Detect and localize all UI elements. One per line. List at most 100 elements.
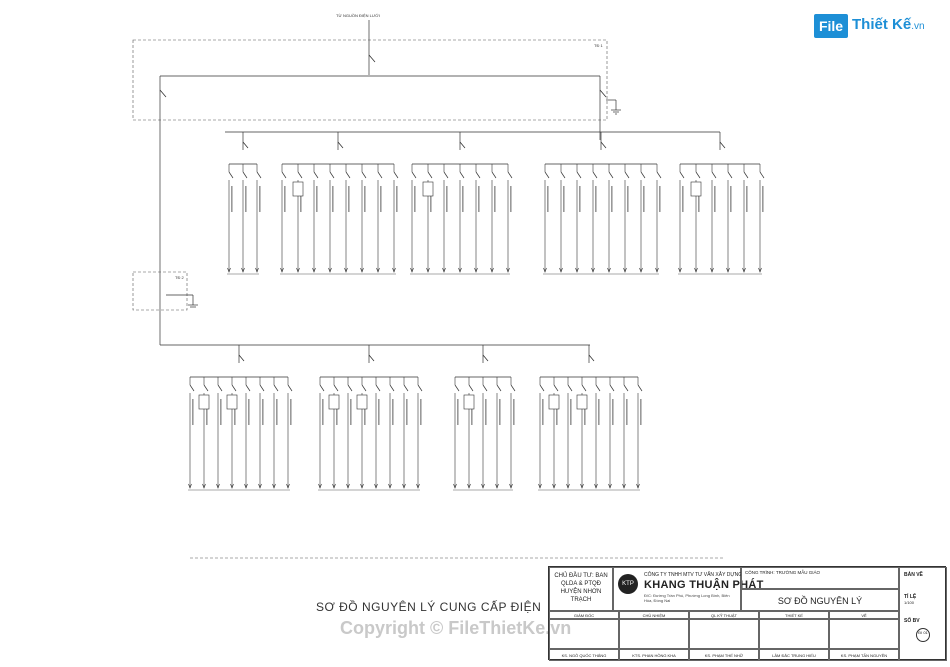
circuit-label-mark <box>499 399 501 425</box>
arrow-icon <box>742 267 746 273</box>
circuit-label-mark <box>336 399 338 425</box>
distribution-board <box>318 345 423 491</box>
ground-symbol-main <box>606 99 621 115</box>
circuit-breaker <box>510 384 516 392</box>
arrow-icon <box>506 267 510 273</box>
circuit-label-mark <box>396 186 398 212</box>
circuit-label-mark <box>682 186 684 212</box>
circuit-breaker <box>417 384 423 392</box>
signer-name: KTS. PHAN HỒNG KHA <box>619 649 689 661</box>
circuit-breaker <box>560 171 566 179</box>
distribution-board <box>227 132 262 275</box>
circuit-label-mark <box>510 186 512 212</box>
circuit-breaker <box>544 171 550 179</box>
main-panel-frame <box>132 39 608 121</box>
meter-box <box>356 394 368 410</box>
circuit-label-mark <box>640 399 642 425</box>
arrow-icon <box>481 483 485 489</box>
circuit-breaker <box>297 171 303 179</box>
circuit-breaker <box>507 171 513 179</box>
company-brand: KHANG THUẬN PHÁT <box>644 579 764 591</box>
board-breaker <box>588 354 595 362</box>
circuit-breaker <box>454 384 460 392</box>
circuit-label-mark <box>234 399 236 425</box>
signature-column-head: GIÁM ĐỐC <box>549 611 619 619</box>
circuit-breaker <box>656 171 662 179</box>
signature-column-head: THIẾT KẾ <box>759 611 829 619</box>
distribution-board <box>410 132 513 275</box>
arrow-icon <box>694 267 698 273</box>
distribution-board <box>543 132 662 275</box>
circuit-label-mark <box>513 399 515 425</box>
arrow-icon <box>230 483 234 489</box>
circuit-label-mark <box>430 186 432 212</box>
circuit-breaker <box>189 384 195 392</box>
lower-distribution-boards <box>188 345 643 491</box>
distribution-board <box>538 345 643 491</box>
circuit-label-mark <box>579 186 581 212</box>
circuit-breaker <box>329 171 335 179</box>
arrow-icon <box>622 483 626 489</box>
circuit-breaker <box>576 171 582 179</box>
circuit-label-mark <box>414 186 416 212</box>
circuit-label-mark <box>595 186 597 212</box>
board-breaker <box>368 354 375 362</box>
arrow-icon <box>636 483 640 489</box>
circuit-label-mark <box>192 399 194 425</box>
circuit-label-mark <box>364 399 366 425</box>
arrow-icon <box>726 267 730 273</box>
circuit-label-mark <box>348 186 350 212</box>
circuit-label-mark <box>598 399 600 425</box>
arrow-icon <box>360 483 364 489</box>
circuit-breaker <box>217 384 223 392</box>
circuit-breaker <box>427 171 433 179</box>
board-breaker <box>719 141 726 149</box>
board-breaker <box>482 354 489 362</box>
breaker-left <box>159 89 167 98</box>
circuit-breaker <box>609 384 615 392</box>
circuit-label-mark <box>462 186 464 212</box>
logo-name: Thiết Kế.vn <box>852 16 925 33</box>
signature-space <box>619 619 689 649</box>
distribution-board <box>453 345 516 491</box>
circuit-breaker <box>608 171 614 179</box>
meter-box <box>690 181 702 197</box>
arrow-icon <box>559 267 563 273</box>
signer-name: KS. PHẠM TẤN NGUYÊN <box>829 649 899 661</box>
signature-space <box>549 619 619 649</box>
board-breaker <box>337 141 344 149</box>
circuit-breaker <box>256 171 262 179</box>
sheet-label: BẢN VẼ <box>904 572 923 578</box>
circuit-breaker <box>228 171 234 179</box>
circuit-label-mark <box>730 186 732 212</box>
circuit-breaker <box>231 384 237 392</box>
circuit-breaker <box>695 171 701 179</box>
arrow-icon <box>442 267 446 273</box>
circuit-breaker <box>482 384 488 392</box>
circuit-label-mark <box>556 399 558 425</box>
arrow-icon <box>608 483 612 489</box>
sub-panel-label: TĐ 2 <box>175 275 184 280</box>
circuit-breaker <box>242 171 248 179</box>
circuit-label-mark <box>392 399 394 425</box>
circuit-breaker <box>347 384 353 392</box>
site-logo[interactable]: File Thiết Kế.vn <box>814 12 944 42</box>
meter-box <box>463 394 475 410</box>
circuit-label-mark <box>322 399 324 425</box>
arrow-icon <box>538 483 542 489</box>
circuit-label-mark <box>364 186 366 212</box>
circuit-breaker <box>403 384 409 392</box>
signer-name: KS. NGÔ QUỐC THẮNG <box>549 649 619 661</box>
circuit-label-mark <box>245 186 247 212</box>
board-breaker <box>238 354 245 362</box>
signature-column-head: VẼ <box>829 611 899 619</box>
distribution-board <box>678 132 765 275</box>
arrow-icon <box>374 483 378 489</box>
circuit-breaker <box>496 384 502 392</box>
circuit-label-mark <box>332 186 334 212</box>
circuit-breaker <box>245 384 251 392</box>
drawing-title: SƠ ĐỒ NGUYÊN LÝ <box>741 589 899 611</box>
circuit-label-mark <box>542 399 544 425</box>
company-address: Đ/C: Đường Trần Phú, Phường Long Bình, B… <box>644 593 730 603</box>
circuit-breaker <box>313 171 319 179</box>
